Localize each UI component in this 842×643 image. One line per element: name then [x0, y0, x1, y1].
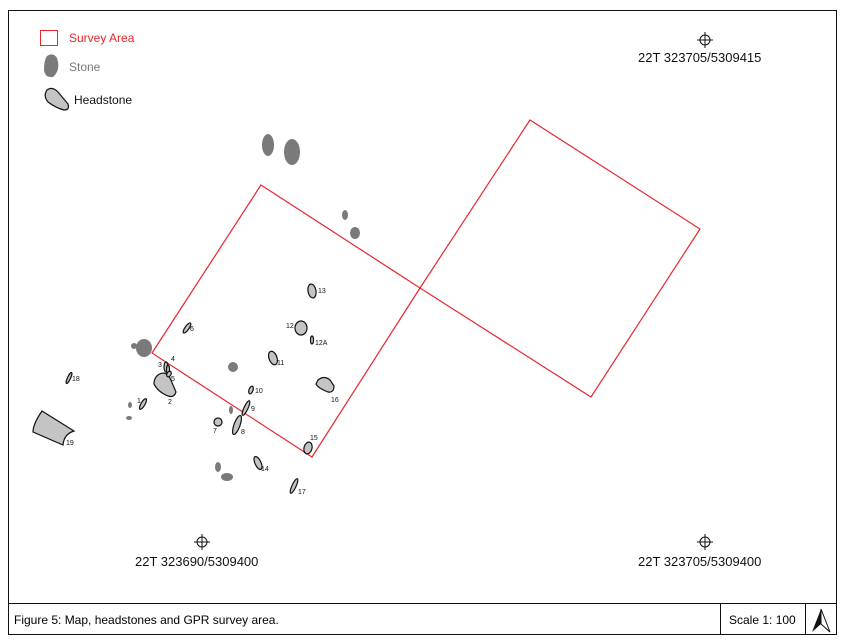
crosshair-icon — [697, 534, 713, 550]
scale-label: Scale 1: 100 — [729, 613, 796, 627]
stone — [350, 227, 360, 239]
stone — [131, 343, 137, 349]
stone — [342, 210, 348, 220]
frame — [8, 10, 837, 635]
headstone-19 — [32, 410, 76, 446]
stone — [262, 134, 274, 156]
legend-survey-label: Survey Area — [69, 31, 135, 45]
headstone-labels: 1 2 3 4 5 6 7 8 9 10 11 12 12A 13 14 15 … — [66, 288, 339, 496]
crosshair-icon — [697, 32, 713, 48]
legend-headstone-swatch — [44, 87, 70, 111]
headstone-13 — [307, 283, 317, 299]
label-16: 16 — [331, 397, 339, 404]
label-6: 6 — [190, 326, 194, 333]
north-arrow-icon — [812, 608, 831, 633]
label-11: 11 — [277, 360, 284, 367]
stone — [128, 402, 132, 408]
legend-stone-label: Stone — [69, 60, 101, 74]
legend-headstone-label: Headstone — [74, 93, 132, 107]
stone — [284, 139, 300, 165]
crosshair-icon — [194, 534, 210, 550]
label-8: 8 — [241, 429, 245, 436]
label-2: 2 — [168, 399, 172, 406]
headstone-10 — [248, 385, 254, 395]
label-3: 3 — [158, 362, 162, 369]
headstone-1 — [138, 398, 148, 410]
headstone-17 — [289, 478, 299, 494]
stone — [229, 406, 233, 414]
label-12a: 12A — [315, 340, 328, 347]
stone — [221, 473, 233, 481]
label-7: 7 — [213, 428, 217, 435]
label-17: 17 — [298, 489, 306, 496]
label-5: 5 — [171, 376, 175, 383]
label-19: 19 — [66, 440, 74, 447]
coord-bottom-left: 22T 323690/5309400 — [135, 554, 258, 569]
stone — [136, 339, 152, 357]
headstone-7 — [213, 417, 223, 427]
legend-stone-swatch — [44, 54, 59, 78]
headstone-12a — [309, 335, 315, 345]
stone — [228, 362, 238, 372]
headstone-16 — [315, 376, 335, 393]
stone — [126, 416, 132, 420]
survey-area — [151, 119, 701, 458]
headstones — [32, 283, 335, 494]
stone — [215, 462, 221, 472]
label-9: 9 — [251, 406, 255, 413]
headstone-18 — [65, 371, 73, 385]
coord-top-right: 22T 323705/5309415 — [638, 50, 761, 65]
label-15: 15 — [310, 435, 318, 442]
headstone-6 — [182, 322, 192, 334]
headstone-11 — [267, 350, 279, 366]
label-10: 10 — [255, 388, 263, 395]
headstone-14 — [253, 455, 263, 471]
headstone-5 — [166, 370, 172, 378]
headstone-12 — [294, 320, 308, 336]
stones — [126, 134, 360, 481]
figure-caption: Figure 5: Map, headstones and GPR survey… — [14, 613, 279, 627]
headstone-8 — [231, 414, 243, 436]
coord-bottom-right: 22T 323705/5309400 — [638, 554, 761, 569]
label-13: 13 — [318, 288, 326, 295]
headstone-9 — [241, 400, 251, 416]
label-18: 18 — [72, 376, 80, 383]
legend-survey-swatch — [40, 30, 58, 46]
label-12: 12 — [286, 323, 294, 330]
headstone-15 — [303, 441, 313, 455]
label-1: 1 — [137, 398, 141, 405]
label-14: 14 — [261, 466, 269, 473]
label-4: 4 — [171, 356, 175, 363]
